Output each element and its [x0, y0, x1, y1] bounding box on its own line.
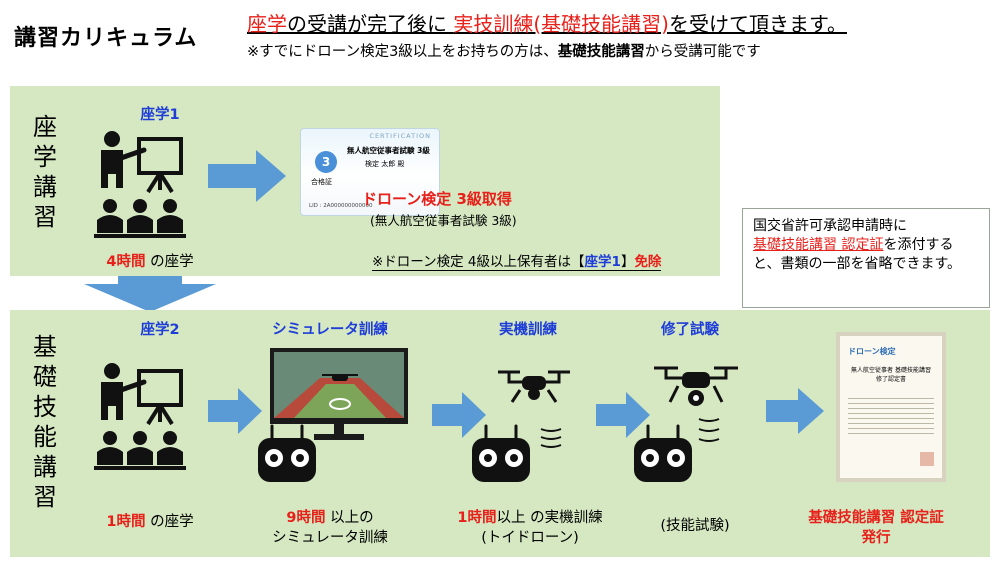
flow-arrow: [596, 392, 650, 438]
info-box: 国交省許可承認申請時に基礎技能講習 認定証を添付すると、書類の一部を省略できます…: [742, 208, 990, 308]
kiso-section-label: 基礎技能講習: [33, 333, 57, 511]
card-name: 検定 太郎 殿: [365, 160, 405, 168]
flow-arrow: [208, 150, 286, 202]
signal-waves-icon: [698, 418, 720, 442]
card-title: 無人航空従事者試験 3級: [347, 146, 430, 155]
card-id: LID : 2A000000000000: [309, 203, 373, 209]
doc-brand: ドローン検定: [848, 347, 896, 356]
step-exam-title: 修了試験: [661, 322, 719, 338]
controller-icon: [472, 424, 530, 482]
zagaku-section-label: 座学講習: [33, 113, 57, 231]
doc-title: 無人航空従事者 基礎技能講習 修了認定書: [851, 367, 931, 383]
certificate-result-sub: (無人航空従事者試験 3級): [370, 213, 517, 228]
doc-body-lines: [848, 398, 934, 438]
step-zagaku2-title: 座学2: [140, 322, 180, 338]
page-title: 講習カリキュラム: [14, 26, 198, 51]
simulator-monitor-icon: [270, 348, 408, 440]
controller-icon: [634, 424, 692, 482]
card-pass-label: 合格証: [311, 178, 332, 186]
step-simulator-caption: 9時間 以上のシミュレータ訓練: [272, 510, 388, 546]
final-certificate-image: ドローン検定 無人航空従事者 基礎技能講習 修了認定書: [836, 332, 946, 482]
step-zagaku2-caption: 1時間 の座学: [106, 514, 194, 530]
camera-drone-icon: [654, 366, 738, 406]
header-main-notice: 座学の受講が完了後に 実技訓練(基礎技能講習)を受けて頂きます。: [247, 12, 847, 36]
step-simulator-title: シミュレータ訓練: [272, 322, 388, 338]
step-practice-caption: 1時間以上 の実機訓練(トイドローン): [457, 510, 603, 546]
step-exam-caption: (技能試験): [660, 518, 730, 534]
controller-icon: [258, 424, 316, 482]
exemption-note: ※ドローン検定 4級以上保有者は【座学1】免除: [372, 250, 662, 271]
card-header: CERTIFICATION: [369, 132, 431, 140]
drone-icon: [498, 370, 570, 403]
card-level-badge: 3: [315, 151, 337, 173]
lecture-icon: [94, 363, 186, 470]
down-flow-arrow: [84, 276, 216, 312]
step-practice-title: 実機訓練: [499, 322, 557, 338]
flow-arrow: [766, 388, 824, 434]
final-caption: 基礎技能講習 認定証発行: [808, 510, 944, 546]
signal-waves-icon: [540, 428, 562, 448]
certificate-result-main: ドローン検定 3級取得: [362, 190, 512, 208]
flow-arrow: [432, 392, 486, 438]
header-sub-notice: ※すでにドローン検定3級以上をお持ちの方は、基礎技能講習から受講可能です: [247, 44, 761, 60]
doc-seal: [920, 452, 934, 466]
certificate-card-image: CERTIFICATION 3 合格証 無人航空従事者試験 3級 検定 太郎 殿…: [300, 128, 440, 216]
flow-arrow: [208, 388, 262, 434]
step-zagaku1-title: 座学1: [140, 107, 180, 123]
lecture-icon: [94, 131, 186, 238]
step-zagaku1-caption: 4時間 の座学: [106, 254, 194, 270]
